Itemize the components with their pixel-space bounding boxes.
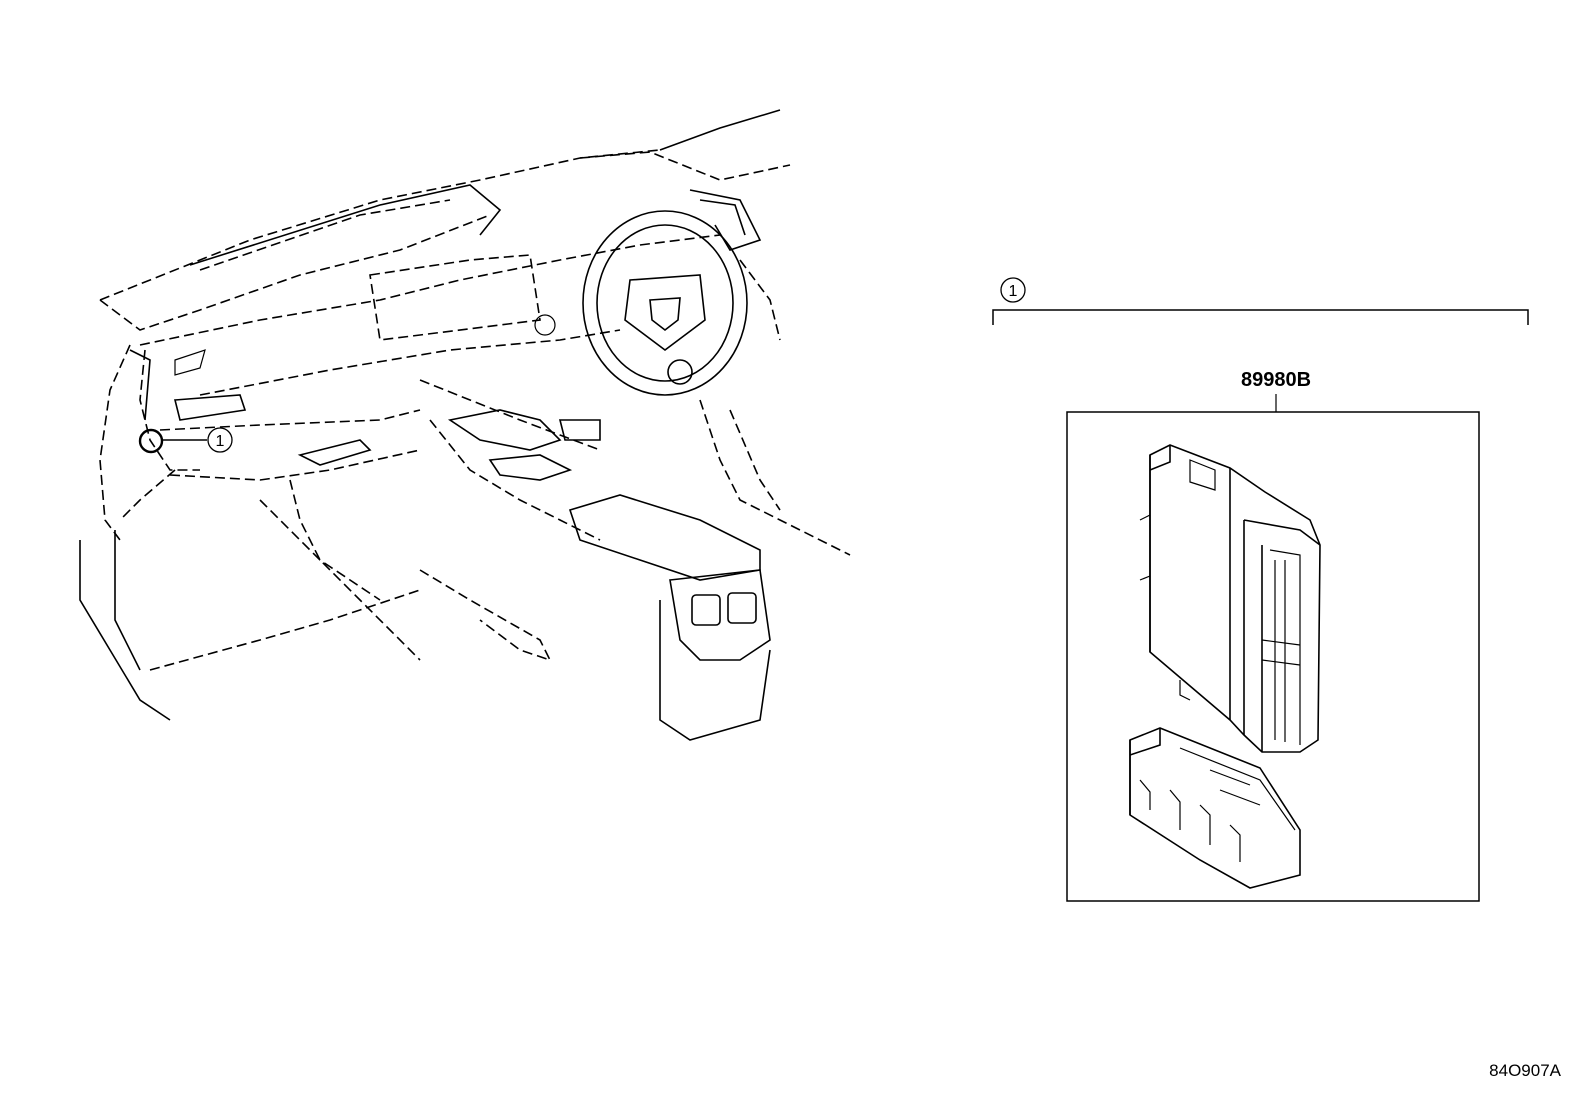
- illustration-code: 84O907A: [1489, 1061, 1561, 1080]
- location-callout-number: 1: [216, 433, 225, 450]
- part-detail-frame: [1066, 411, 1480, 902]
- assembly-bracket: [992, 309, 1529, 325]
- location-callout-circle: [207, 427, 233, 453]
- control-module-drawing: [1139, 444, 1321, 753]
- part-location-marker: [138, 428, 164, 454]
- detail-callout-circle: [1000, 277, 1026, 303]
- dashboard-illustration: 1: [79, 109, 851, 741]
- connector-drawing: [1129, 727, 1301, 889]
- detail-callout-number: 1: [1009, 283, 1018, 300]
- part-number-label: 89980B: [1241, 369, 1311, 391]
- part-detail-group: 1 89980B: [992, 277, 1529, 902]
